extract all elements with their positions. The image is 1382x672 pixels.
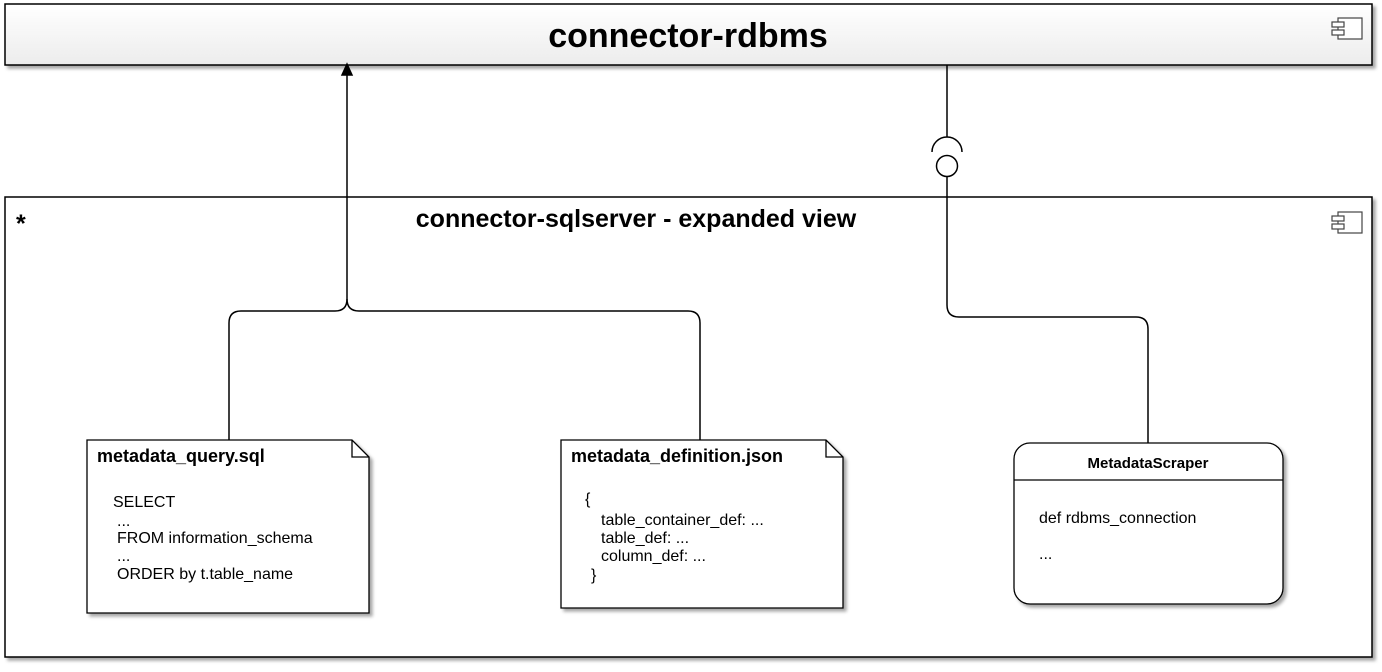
component-icon <box>1331 211 1363 234</box>
container-title: connector-sqlserver - expanded view <box>416 205 857 233</box>
note-line: ... <box>117 513 130 530</box>
note-line: } <box>591 567 597 584</box>
note-line: table_container_def: ... <box>601 512 764 529</box>
note-title: metadata_query.sql <box>97 446 265 466</box>
dependency-arrow <box>228 62 701 440</box>
component-icon <box>1331 17 1363 40</box>
note-line: table_def: ... <box>601 530 689 547</box>
note-line: ORDER by t.table_name <box>117 566 293 583</box>
component-title: connector-rdbms <box>548 17 828 55</box>
note-title: metadata_definition.json <box>571 446 783 466</box>
note-line: { <box>585 491 591 508</box>
class-member: ... <box>1039 546 1052 563</box>
class-metadata-scraper[interactable]: MetadataScraper def rdbms_connection ... <box>1013 442 1284 605</box>
note-line: column_def: ... <box>601 548 706 565</box>
class-title: MetadataScraper <box>1088 455 1209 472</box>
required-interface-connector <box>931 65 1149 443</box>
note-line: ... <box>117 548 130 565</box>
note-line: SELECT <box>113 494 175 511</box>
class-member: def rdbms_connection <box>1039 510 1196 527</box>
note-metadata-definition[interactable]: metadata_definition.json { table_contain… <box>560 439 844 609</box>
note-metadata-query[interactable]: metadata_query.sql SELECT ... FROM infor… <box>86 439 370 614</box>
container-marker: * <box>16 210 26 238</box>
note-line: FROM information_schema <box>117 530 313 547</box>
component-connector-rdbms[interactable]: connector-rdbms <box>4 3 1373 66</box>
